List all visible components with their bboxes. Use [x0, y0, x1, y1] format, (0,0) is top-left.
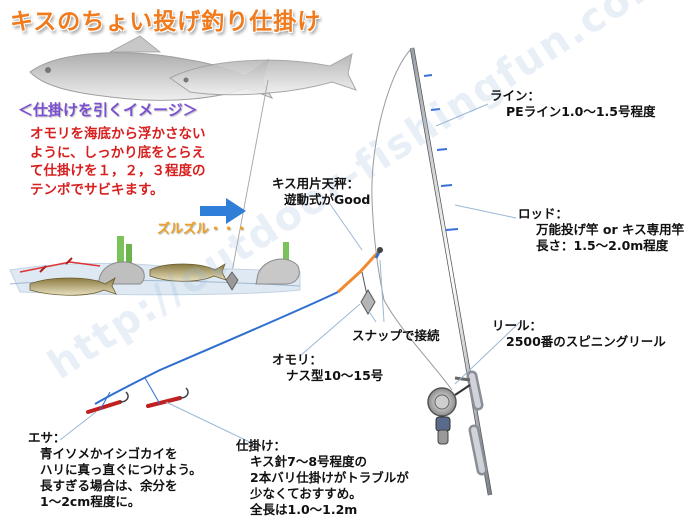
- description-line: て仕掛けを１，２，３程度の: [30, 163, 206, 179]
- sinker-detail: ナス型10～15号: [286, 368, 384, 383]
- hooks: [86, 377, 189, 414]
- rod-detail-type: 万能投げ竿 or キス専用竿: [536, 222, 685, 237]
- motion-label: ズルズル・・・: [157, 222, 249, 237]
- seabed-scene: [9, 236, 301, 296]
- rig-heading: 仕掛け：: [236, 438, 287, 453]
- spinning-reel: [427, 376, 471, 445]
- bait-detail-line: 青イソメかイシゴカイを: [40, 446, 178, 461]
- bait-detail-line: ハリに真っ直ぐにつけよう。: [40, 462, 202, 477]
- snap-label: スナップで接続: [352, 328, 440, 343]
- technique-description: オモリを海底から浮かさない ように、しっかり底をとらえ て仕掛けを１，２，３程度…: [30, 125, 206, 199]
- line-heading: ライン：: [490, 88, 541, 103]
- tenbin-detail: 遊動式がGood: [284, 192, 371, 207]
- rig-detail-line: キス針7～8号程度の: [250, 454, 368, 469]
- description-line: ように、しっかり底をとらえ: [30, 144, 206, 161]
- drag-arrow: [200, 198, 246, 224]
- rod-heading: ロッド：: [518, 206, 569, 221]
- image-section-subtitle: ＜仕掛けを引くイメージ＞: [18, 101, 198, 119]
- illustration-fish-pair: [29, 35, 357, 101]
- main-line: [371, 47, 413, 301]
- annotation-lines: [59, 103, 521, 447]
- reel-detail: 2500番のスピニングリール: [506, 334, 666, 349]
- tenbin: [336, 247, 383, 315]
- rig-detail-line: 2本バリ仕掛けがトラブルが: [250, 470, 409, 485]
- reel-heading: リール：: [492, 318, 543, 333]
- tenbin-heading: キス用片天秤：: [272, 176, 360, 191]
- line-detail: PEライン1.0～1.5号程度: [506, 104, 656, 119]
- bait-detail-line: 1～2cm程度に。: [40, 494, 141, 509]
- bait-detail-line: 長すぎる場合は、余分を: [40, 478, 178, 493]
- bait-heading: エサ：: [28, 430, 66, 445]
- fishing-rod: [409, 47, 493, 496]
- sinker-heading: オモリ：: [272, 352, 323, 367]
- illustration-line: [231, 79, 269, 273]
- description-line: オモリを海底から浮かさない: [30, 126, 206, 142]
- page-title: キスのちょい投げ釣り仕掛け: [10, 9, 322, 35]
- rig-detail-line: 少なくておすすめ。: [250, 486, 362, 501]
- rig-leader: [94, 291, 339, 405]
- description-line: テンポでサビキます。: [30, 181, 164, 198]
- rig-detail-line: 全長は1.0～1.2m: [250, 502, 358, 517]
- rod-detail-length: 長さ：1.5～2.0m程度: [536, 238, 669, 253]
